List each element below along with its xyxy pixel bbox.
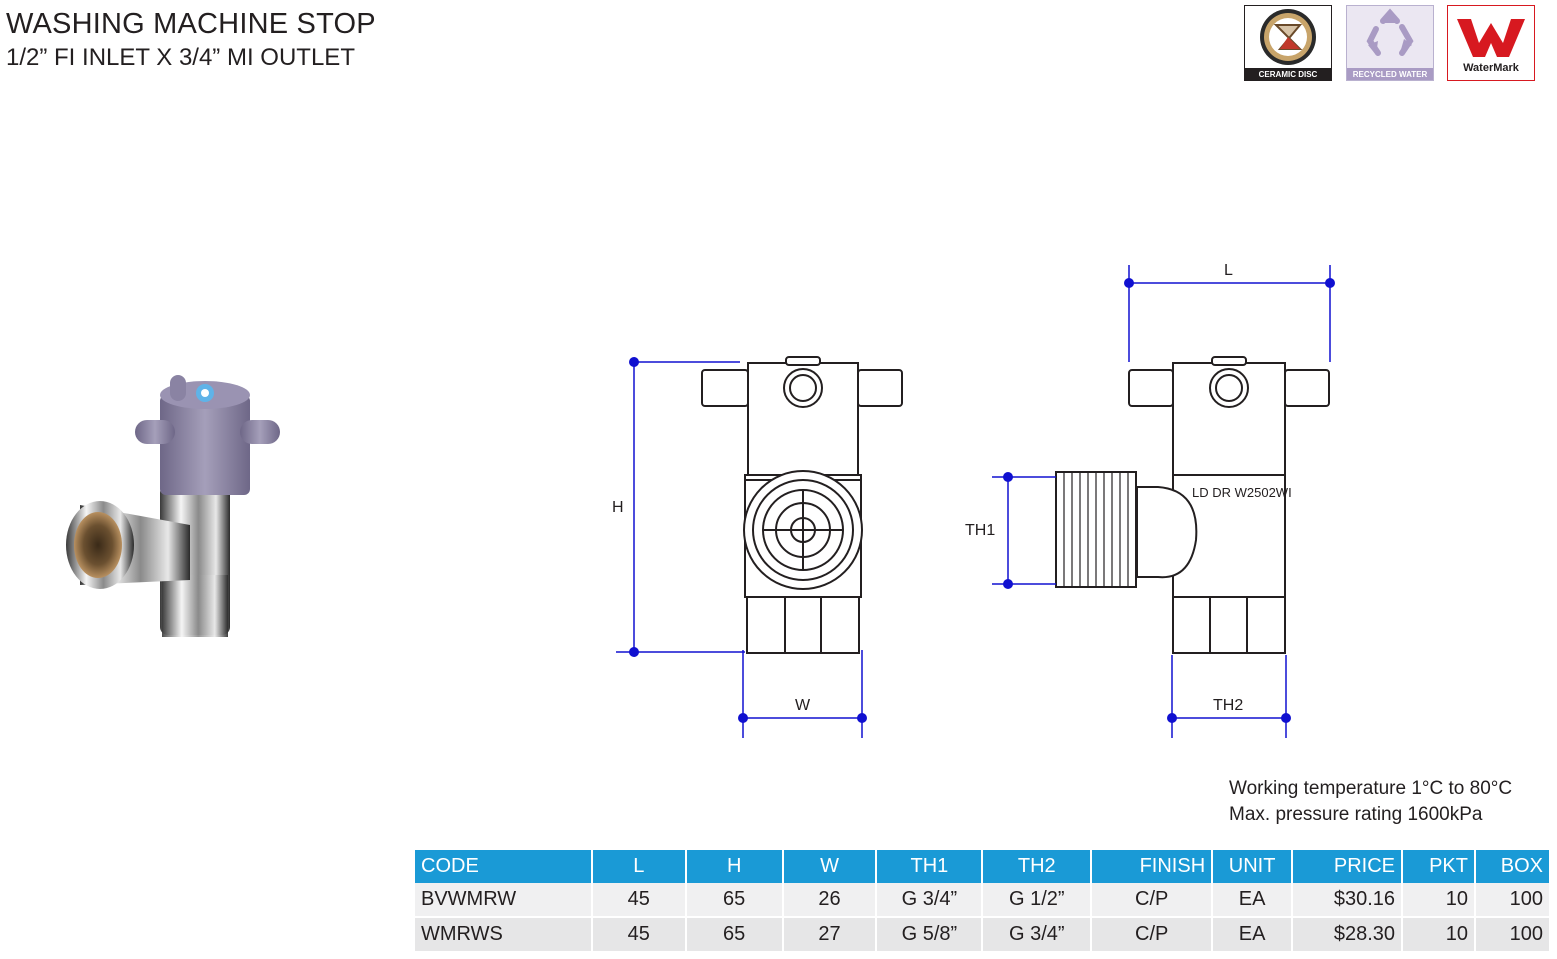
watermark-badge: WaterMark: [1447, 5, 1535, 81]
product-table: CODE L H W TH1 TH2 FINISH UNIT PRICE PKT…: [415, 850, 1552, 951]
column-header: TH1: [876, 850, 984, 883]
recycled-water-badge: RECYCLED WATER: [1346, 5, 1434, 81]
column-header: W: [782, 850, 878, 883]
table-cell: G 5/8”: [876, 917, 984, 951]
column-header: UNIT: [1212, 850, 1294, 883]
table-cell: G 3/4”: [982, 917, 1093, 951]
table-cell: 45: [591, 917, 687, 951]
column-header: L: [591, 850, 687, 883]
ceramic-disc-badge: CERAMIC DISC: [1244, 5, 1332, 81]
watermark-logo: WaterMark: [1447, 5, 1535, 81]
working-temperature: Working temperature 1°C to 80°C: [1229, 778, 1513, 799]
ceramic-disc-label: CERAMIC DISC: [1259, 70, 1318, 79]
table-row: BVWMRW 45 65 26 G 3/4” G 1/2” C/P EA $30…: [415, 883, 1552, 918]
recycle-icon: RECYCLED WATER: [1346, 5, 1434, 81]
table-cell: C/P: [1091, 883, 1214, 918]
table-cell: $28.30: [1292, 917, 1404, 951]
column-header: PRICE: [1292, 850, 1404, 883]
dimension-h-label: H: [612, 499, 624, 516]
table-cell: EA: [1212, 883, 1294, 918]
table-cell: BVWMRW: [415, 883, 593, 918]
column-header: FINISH: [1091, 850, 1214, 883]
dimension-th2-label: TH2: [1213, 697, 1243, 714]
table-header-row: CODE L H W TH1 TH2 FINISH UNIT PRICE PKT…: [415, 850, 1552, 883]
dimension-l-label: L: [1224, 262, 1233, 279]
table-cell: C/P: [1091, 917, 1214, 951]
recycled-water-label: RECYCLED WATER: [1353, 70, 1428, 79]
table-cell: 27: [782, 917, 878, 951]
body-marking: LD DR W2502WI: [1192, 485, 1292, 500]
specifications: Working temperature 1°C to 80°C Max. pre…: [1229, 776, 1512, 828]
column-header: TH2: [982, 850, 1093, 883]
ceramic-disc-icon: CERAMIC DISC: [1244, 5, 1332, 81]
table-cell: G 3/4”: [876, 883, 984, 918]
table-row: WMRWS 45 65 27 G 5/8” G 3/4” C/P EA $28.…: [415, 917, 1552, 951]
column-header: H: [685, 850, 784, 883]
table-cell: $30.16: [1292, 883, 1404, 918]
front-view: [701, 356, 903, 654]
table-cell: EA: [1212, 917, 1294, 951]
table-cell: 45: [591, 883, 687, 918]
table-cell: 10: [1402, 883, 1476, 918]
page-title: WASHING MACHINE STOP: [6, 8, 376, 40]
table-cell: 100: [1474, 917, 1552, 951]
table-cell: 10: [1402, 917, 1476, 951]
table-cell: WMRWS: [415, 917, 593, 951]
table-cell: 65: [685, 917, 784, 951]
table-cell: 100: [1474, 883, 1552, 918]
product-image: [40, 355, 300, 660]
column-header: CODE: [415, 850, 593, 883]
table-cell: G 1/2”: [982, 883, 1093, 918]
table-cell: 26: [782, 883, 878, 918]
page-subtitle: 1/2” FI INLET X 3/4” MI OUTLET: [6, 44, 355, 71]
column-header: BOX: [1474, 850, 1552, 883]
column-header: PKT: [1402, 850, 1476, 883]
watermark-label: WaterMark: [1463, 62, 1520, 74]
pressure-rating: Max. pressure rating 1600kPa: [1229, 804, 1483, 825]
table-cell: 65: [685, 883, 784, 918]
side-view: [1055, 356, 1330, 654]
dimension-th1-label: TH1: [965, 522, 995, 539]
dimension-w-label: W: [795, 697, 811, 714]
